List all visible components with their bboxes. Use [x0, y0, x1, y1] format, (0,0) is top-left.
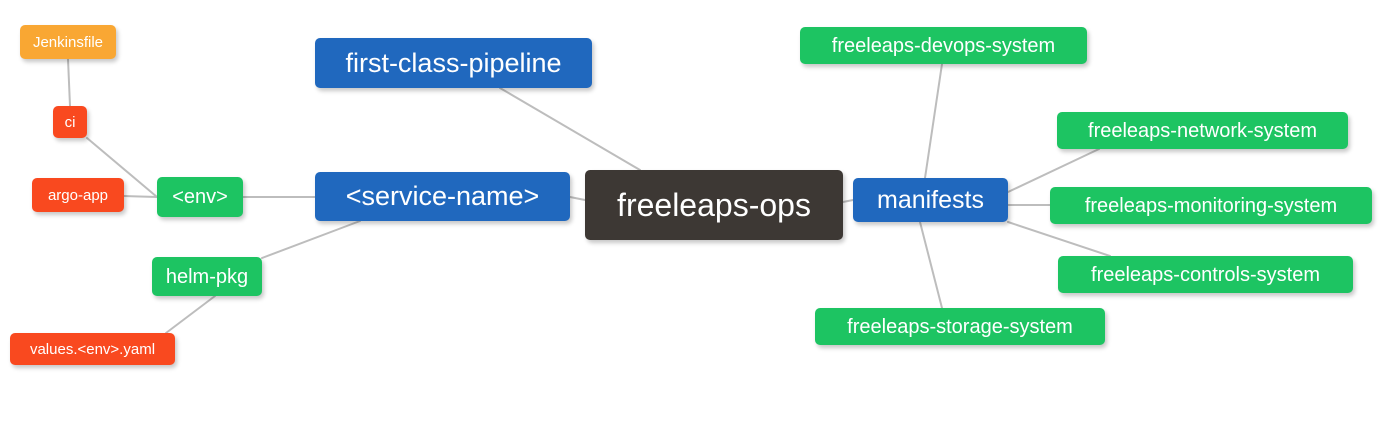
mindmap-node-first-class-pipeline[interactable]: first-class-pipeline — [315, 38, 592, 88]
mindmap-node-label: manifests — [877, 185, 984, 214]
edge-manifests-to-freeleaps-storage-system — [919, 221, 943, 309]
edge-argo-app-to-env — [123, 195, 158, 198]
mindmap-node-freeleaps-storage-system[interactable]: freeleaps-storage-system — [815, 308, 1105, 345]
mindmap-node-label: ci — [64, 113, 76, 131]
edge-jenkinsfile-to-ci — [67, 58, 71, 107]
mindmap-node-freeleaps-network-system[interactable]: freeleaps-network-system — [1057, 112, 1348, 149]
mindmap-node-argo-app[interactable]: argo-app — [32, 178, 124, 212]
mindmap-node-label: freeleaps-monitoring-system — [1084, 194, 1338, 217]
mindmap-node-label: argo-app — [47, 186, 109, 204]
edge-values-env-yaml-to-helm-pkg — [165, 295, 216, 334]
mindmap-node-label: <service-name> — [345, 181, 540, 211]
edge-first-class-pipeline-to-freeleaps-ops — [499, 87, 641, 171]
mindmap-node-freeleaps-controls-system[interactable]: freeleaps-controls-system — [1058, 256, 1353, 293]
mindmap-node-label: helm-pkg — [165, 265, 249, 288]
mindmap-node-label: freeleaps-devops-system — [831, 34, 1056, 57]
mindmap-node-label: freeleaps-controls-system — [1091, 263, 1320, 286]
mindmap-node-label: freeleaps-storage-system — [847, 315, 1073, 338]
mindmap-node-label: freeleaps-network-system — [1088, 119, 1317, 142]
mindmap-node-ci[interactable]: ci — [53, 106, 87, 138]
mindmap-node-freeleaps-monitoring-system[interactable]: freeleaps-monitoring-system — [1050, 187, 1372, 224]
mindmap-node-manifests[interactable]: manifests — [853, 178, 1008, 222]
edge-manifests-to-freeleaps-devops-system — [924, 63, 943, 179]
mindmap-node-freeleaps-devops-system[interactable]: freeleaps-devops-system — [800, 27, 1087, 64]
mindmap-node-freeleaps-ops[interactable]: freeleaps-ops — [585, 170, 843, 240]
mindmap-node-label: freeleaps-ops — [617, 187, 811, 223]
mindmap-node-label: <env> — [172, 186, 228, 208]
mindmap-node-values-env-yaml[interactable]: values.<env>.yaml — [10, 333, 175, 365]
edge-freeleaps-ops-to-manifests — [842, 199, 854, 203]
edge-manifests-to-freeleaps-network-system — [1007, 148, 1100, 193]
edge-helm-pkg-to-service-name — [261, 220, 361, 259]
mindmap-node-label: Jenkinsfile — [32, 33, 104, 51]
mindmap-node-service-name[interactable]: <service-name> — [315, 172, 570, 221]
mindmap-node-label: values.<env>.yaml — [29, 340, 156, 358]
mindmap-node-env[interactable]: <env> — [157, 177, 243, 217]
mindmap-node-jenkinsfile[interactable]: Jenkinsfile — [20, 25, 116, 59]
edge-manifests-to-freeleaps-controls-system — [1007, 221, 1111, 257]
mindmap-node-label: first-class-pipeline — [345, 47, 562, 78]
edge-service-name-to-freeleaps-ops — [569, 196, 586, 201]
mindmap-node-helm-pkg[interactable]: helm-pkg — [152, 257, 262, 296]
